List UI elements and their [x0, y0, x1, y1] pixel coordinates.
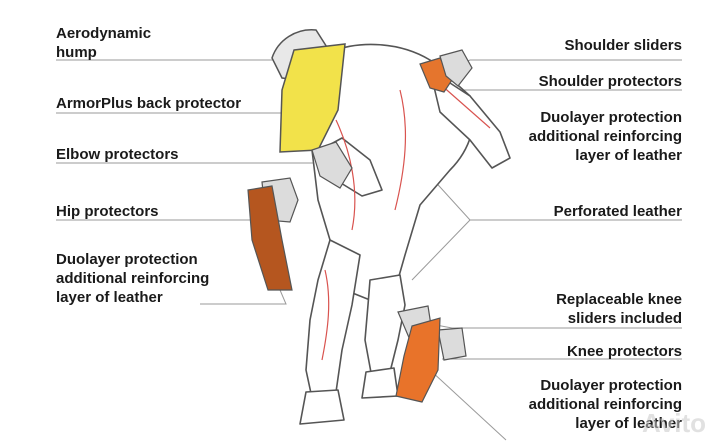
label-line: Shoulder protectors [538, 73, 682, 90]
label-line: Elbow protectors [56, 146, 179, 163]
label-perforated-leather: Perforated leather [554, 202, 682, 221]
label-duolayer-upper-right: Duolayer protection additional reinforci… [529, 108, 682, 165]
leader-line-duolayer-left [200, 289, 287, 305]
label-replaceable-knee-sliders: Replaceable knee sliders included [556, 290, 682, 328]
label-shoulder-protectors: Shoulder protectors [539, 72, 682, 91]
suit-accents [321, 83, 491, 361]
label-line: Knee protectors [566, 343, 682, 360]
knee-protector-shape [437, 327, 467, 361]
leader-lines [56, 41, 682, 441]
knee-leather-shape [395, 317, 441, 403]
label-line: Replaceable knee [556, 291, 682, 308]
label-aerodynamic-hump: Aerodynamic hump [56, 24, 151, 62]
label-line: additional reinforcing [528, 396, 682, 413]
label-line: Duolayer protection [56, 251, 198, 268]
label-line: Duolayer protection [540, 109, 682, 126]
label-line: Shoulder sliders [564, 37, 682, 54]
label-line: Perforated leather [553, 203, 682, 220]
label-line: layer of leather [575, 147, 682, 164]
leader-line-duolayer-lower-right [429, 369, 507, 441]
label-line: layer of leather [575, 415, 682, 432]
label-shoulder-sliders: Shoulder sliders [564, 36, 682, 55]
label-elbow-protectors: Elbow protectors [56, 145, 179, 164]
label-duolayer-left: Duolayer protection additional reinforci… [56, 250, 209, 307]
elbow-protector-shape [311, 141, 353, 189]
label-line: ArmorPlus back protector [56, 95, 242, 112]
shoulder-slider-shape [439, 49, 473, 87]
label-line: layer of leather [56, 289, 163, 306]
watermark: Avito [641, 408, 706, 438]
label-line: Duolayer protection [540, 377, 682, 394]
leader-line-shoulder-sliders [451, 59, 682, 69]
label-line: sliders included [567, 310, 682, 327]
label-duolayer-lower-right: Duolayer protection additional reinforci… [529, 376, 682, 433]
label-line: additional reinforcing [56, 270, 210, 287]
label-armorplus-back-protector: ArmorPlus back protector [56, 94, 241, 113]
hip-leather-shape [247, 185, 293, 291]
label-line: Hip protectors [56, 203, 159, 220]
label-line: additional reinforcing [528, 128, 682, 145]
label-line: hump [56, 44, 97, 61]
label-knee-protectors: Knee protectors [567, 342, 682, 361]
leader-line-perforated-leather-2 [411, 219, 471, 281]
label-line: Aerodynamic [56, 25, 152, 42]
label-hip-protectors: Hip protectors [56, 202, 159, 221]
